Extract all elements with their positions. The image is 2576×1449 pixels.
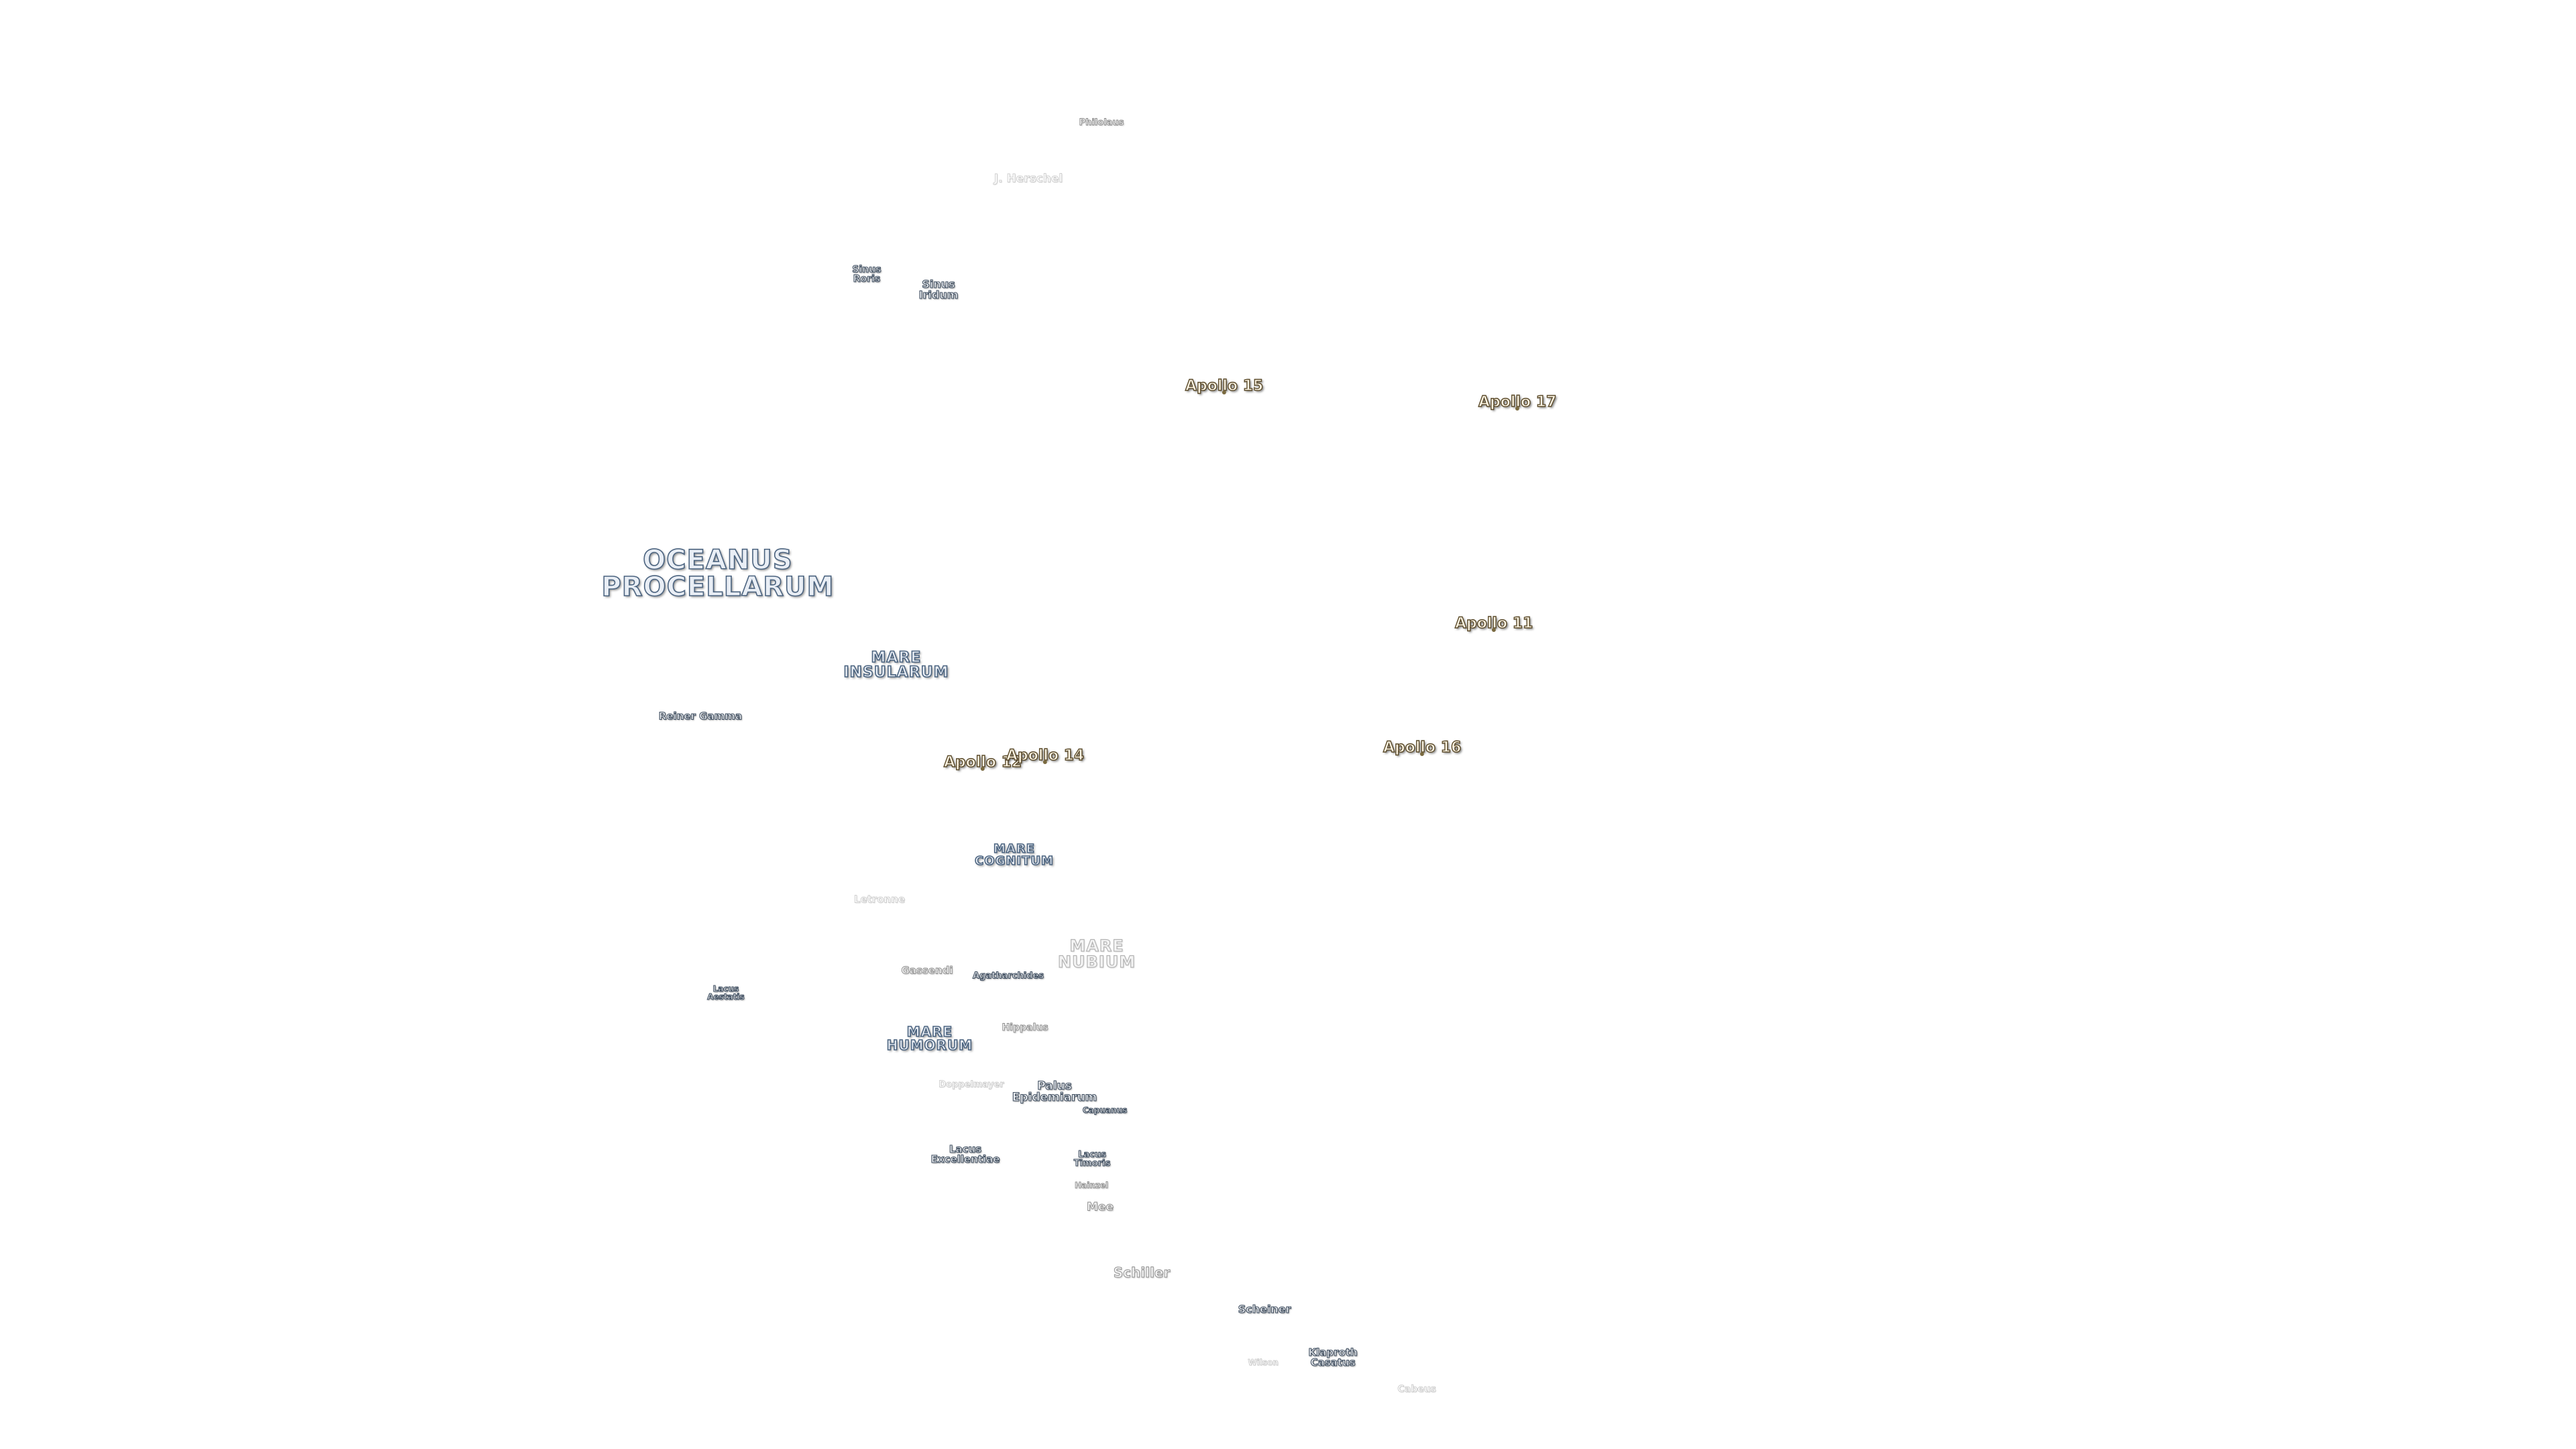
label-mare-insularum: MARE INSULARUM (843, 649, 949, 681)
label-lacus-aestatis: Lacus Aestatis (707, 984, 745, 1002)
label-gassendi: Gassendi (901, 964, 953, 977)
label-klaproth-casatus: Klaproth Casatus (1308, 1346, 1358, 1368)
apollo-12-site[interactable]: Apollo 12 (943, 754, 1022, 771)
label-agatharchides: Agatharchides (972, 971, 1044, 981)
label-mee: Mee (1087, 1200, 1114, 1214)
label-capuanus: Capuanus (1082, 1106, 1128, 1115)
apollo-17-site[interactable]: Apollo 17 (1478, 394, 1557, 411)
label-oceanus-procellarum: OCEANUS PROCELLARUM (601, 545, 835, 602)
label-wilson: Wilson (1248, 1358, 1279, 1367)
label-sinus-iridum: Sinus Iridum (918, 278, 959, 301)
label-palus-epidemiarum: Palus Epidemiarum (1012, 1079, 1097, 1104)
label-mare-humorum: MARE HUMORUM (886, 1024, 973, 1053)
label-philolaus: Philolaus (1079, 117, 1124, 128)
label-schiller: Schiller (1113, 1265, 1171, 1281)
apollo-15-site[interactable]: Apollo 15 (1185, 378, 1264, 395)
label-doppelmayer: Doppelmayer (938, 1079, 1004, 1090)
apollo-11-site[interactable]: Apollo 11 (1454, 615, 1534, 633)
label-hippalus: Hippalus (1002, 1022, 1049, 1033)
label-mare-cognitum: MARE COGNITUM (974, 842, 1054, 868)
apollo-16-site[interactable]: Apollo 16 (1383, 739, 1462, 757)
label-letronne: Letronne (853, 893, 906, 906)
label-scheiner: Scheiner (1238, 1303, 1291, 1316)
label-mare-nubium: MARE NUBIUM (1057, 936, 1136, 971)
label-j-herschel: J. Herschel (994, 172, 1063, 186)
apollo-14-site[interactable]: Apollo 14 (1006, 747, 1085, 765)
label-lacus-excellentiae: Lacus Excellentiae (930, 1143, 1000, 1165)
label-hainzel: Hainzel (1074, 1181, 1109, 1190)
label-sinus-roris: Sinus Roris (852, 264, 881, 284)
label-lacus-timoris: Lacus Timoris (1073, 1150, 1111, 1169)
label-cabeus: Cabeus (1397, 1384, 1436, 1395)
label-reiner-gamma: Reiner Gamma (658, 710, 743, 722)
